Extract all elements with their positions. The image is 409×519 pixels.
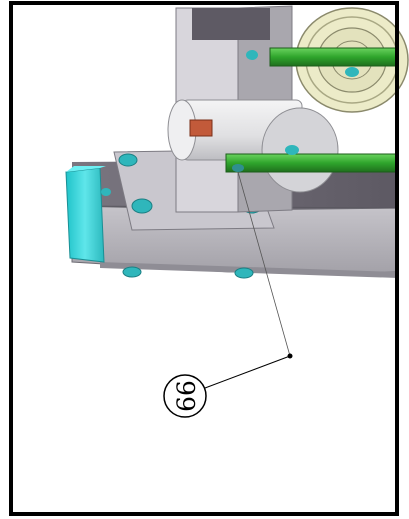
green-rods xyxy=(225,47,399,173)
callout-number: 99 xyxy=(171,380,200,412)
part-callout: 99 xyxy=(163,374,207,418)
beam-end-cap xyxy=(65,166,106,263)
drawing-frame xyxy=(9,1,399,516)
underside-fasteners xyxy=(122,266,254,279)
callout-leader xyxy=(204,171,293,389)
beam-hole xyxy=(101,188,111,196)
tube-housing xyxy=(167,99,339,193)
